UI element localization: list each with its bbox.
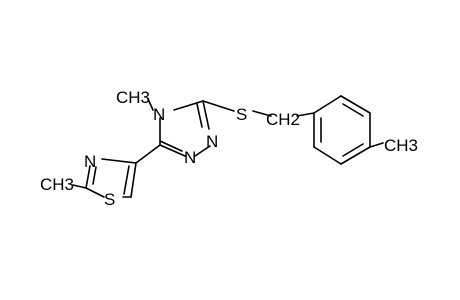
label-n4: N bbox=[153, 105, 165, 124]
label-n1: N bbox=[206, 132, 218, 151]
label-s-thioether: S bbox=[236, 105, 247, 124]
bond-n4-c5 bbox=[173, 100, 204, 111]
bond-thz-c2-methyl bbox=[72, 184, 87, 189]
bond-thz-c4-c5-double bbox=[123, 165, 130, 195]
atom-labels: CH3 N N N S CH2 CH3 N S CH3 bbox=[40, 88, 418, 209]
bond-n4-methyl bbox=[147, 98, 154, 111]
bond-c5-n1-double bbox=[196, 103, 203, 128]
label-s-thiazole: S bbox=[104, 190, 115, 209]
bond-thz-c4-c5 bbox=[130, 162, 137, 198]
bond-ring-methyl bbox=[369, 142, 384, 148]
bond-c5-s bbox=[202, 100, 235, 112]
bond-benz-1 bbox=[313, 95, 342, 114]
label-methyl-n4: CH3 bbox=[116, 88, 150, 107]
bond-c3-thiazole bbox=[135, 144, 161, 164]
bond-benz-inner-2 bbox=[342, 143, 364, 157]
label-n-thiazole: N bbox=[84, 152, 96, 171]
bond-thz-s-c2 bbox=[85, 187, 105, 198]
bond-thz-c2-n-double bbox=[92, 166, 97, 185]
bond-c5-n1 bbox=[202, 100, 210, 130]
label-methyl-thiazole: CH3 bbox=[40, 175, 74, 194]
bonds bbox=[72, 95, 384, 198]
bond-n1-n2 bbox=[194, 145, 211, 157]
bond-thz-c2-n bbox=[85, 165, 91, 189]
bond-benz-4 bbox=[340, 146, 371, 165]
label-ch2: CH2 bbox=[266, 110, 300, 129]
bond-c3-n2-double bbox=[159, 140, 183, 152]
bond-thz-n-c4 bbox=[101, 158, 137, 164]
bond-ch2-ring bbox=[296, 112, 315, 117]
bond-n2-c3 bbox=[159, 144, 186, 157]
bond-benz-5 bbox=[313, 146, 342, 165]
label-n2: N bbox=[184, 148, 196, 167]
bond-benz-inner-1 bbox=[342, 103, 364, 117]
label-methyl-tolyl: CH3 bbox=[384, 136, 418, 155]
bond-s-ch2 bbox=[252, 110, 272, 117]
bond-benz-2 bbox=[340, 95, 371, 114]
